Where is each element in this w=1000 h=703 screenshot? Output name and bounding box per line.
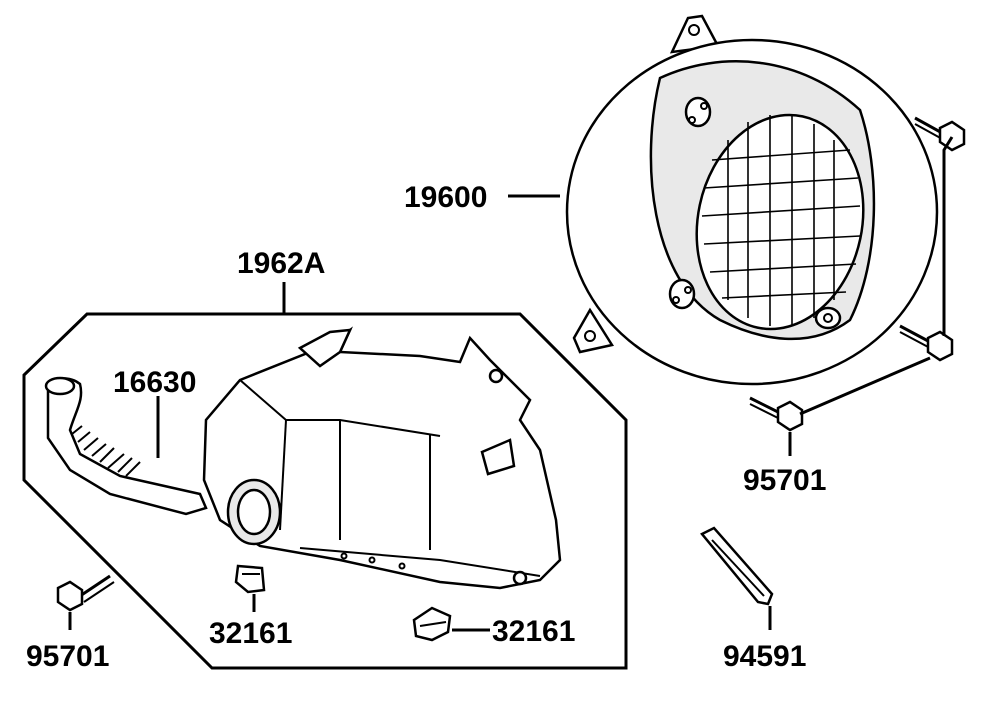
label-94591: 94591: [723, 640, 806, 673]
fan-cover-part: [565, 14, 939, 386]
bolt-left-part: [56, 574, 115, 612]
hose-corrugation: [71, 425, 141, 477]
label-32161-center: 32161: [209, 617, 292, 650]
bolt-right-middle: [899, 324, 954, 362]
clip-right-part: [412, 606, 452, 642]
leader-bolt-group: [942, 136, 954, 336]
bolt-right-lower: [749, 396, 804, 432]
label-1962A: 1962A: [237, 247, 325, 280]
assembly-boundary: [22, 312, 628, 670]
label-95701-right: 95701: [743, 464, 826, 497]
leader-bolt-diagonal: [799, 356, 931, 416]
rubber-strip-part: [700, 526, 774, 606]
grille-mesh: [701, 115, 861, 326]
bolt-right-upper: [914, 116, 966, 152]
cylinder-shroud-part: [202, 326, 562, 590]
label-19600: 19600: [404, 181, 487, 214]
clip-center-part: [234, 564, 266, 594]
hose-part: [44, 376, 208, 516]
label-32161-right: 32161: [492, 615, 575, 648]
label-16630: 16630: [113, 366, 196, 399]
label-95701-left: 95701: [26, 640, 109, 673]
